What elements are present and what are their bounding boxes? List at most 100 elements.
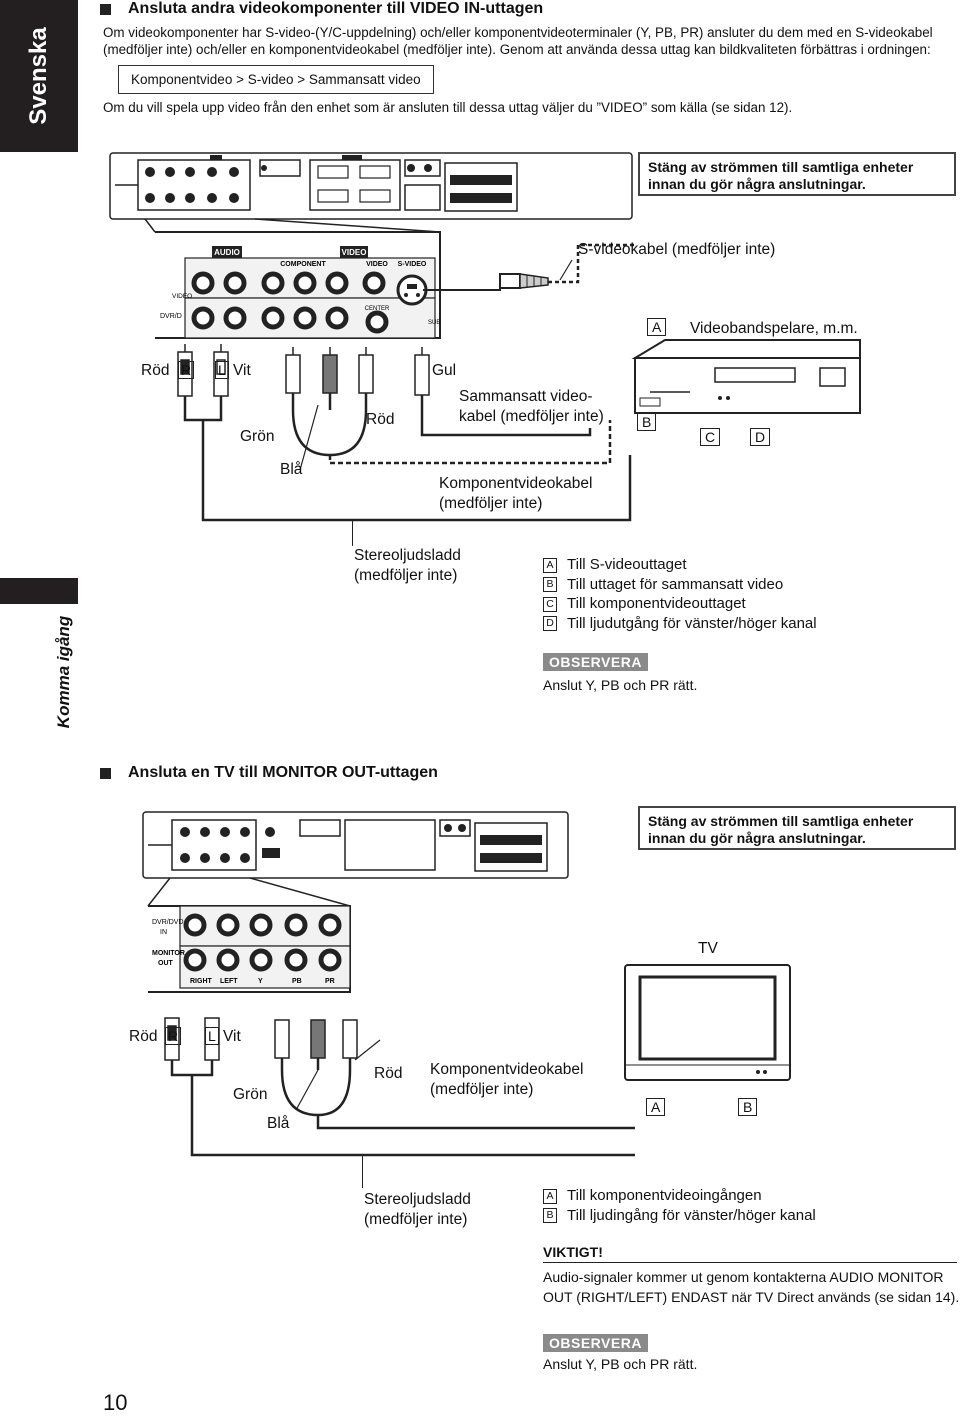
stereo-pointer-1 xyxy=(352,520,353,546)
warning-box-2: Stäng av strömmen till samtliga enheter … xyxy=(638,806,956,850)
label-rod-3: Röd xyxy=(129,1028,158,1045)
label-gron-1: Grön xyxy=(240,428,275,445)
label-bla-2: Blå xyxy=(267,1115,290,1132)
label-vit-2: Vit xyxy=(223,1028,241,1045)
legend-2-text-b: Till ljudingång för vänster/höger kanal xyxy=(567,1206,816,1224)
section1-source-note: Om du vill spela upp video från den enhe… xyxy=(103,100,793,115)
label-l-1: L xyxy=(215,361,229,379)
legend-1-key-d: D xyxy=(543,616,557,632)
marker-c-1: C xyxy=(700,428,721,446)
legend-2: A Till komponentvideoingången B Till ljudi… xyxy=(543,1186,816,1225)
section1-heading: Ansluta andra videokomponenter till VIDE… xyxy=(128,0,544,17)
receiver-jacks-2 xyxy=(180,824,542,863)
panel-label-audio: AUDIO xyxy=(214,248,240,257)
tv-label: TV xyxy=(698,940,718,957)
panel-label-video-sub: VIDEO xyxy=(366,261,388,268)
stereo-cable-label-2b: (medföljer inte) xyxy=(364,1211,468,1228)
label-rod-4: Röd xyxy=(374,1065,403,1082)
label-rod-2: Röd xyxy=(366,411,395,428)
stereo-cable-label-2: Stereoljudsladd (medföljer inte) xyxy=(364,1190,471,1230)
language-label: Svenska xyxy=(25,27,52,125)
component-cable-label-2b: (medföljer inte) xyxy=(430,1081,534,1098)
closeup-jacks xyxy=(191,271,389,334)
closeup-jacks-2 xyxy=(183,913,342,972)
rca-plugs-1 xyxy=(177,344,430,397)
legend-2-key-a: A xyxy=(543,1188,557,1204)
label-rod-1: Röd xyxy=(141,362,170,379)
label-vit-1: Vit xyxy=(233,362,251,379)
section2-heading: Ansluta en TV till MONITOR OUT-uttagen xyxy=(128,764,438,781)
legend-2-row-b: B Till ljudingång för vänster/höger kanal xyxy=(543,1206,816,1226)
viktigt-text: Audio-signaler kommer ut genom kontakter… xyxy=(543,1269,960,1305)
heading-bullet-2 xyxy=(100,768,111,779)
legend-2-text-a: Till komponentvideoingången xyxy=(567,1187,762,1204)
connection-diagram-2: DVR/DVD IN MONITOR OUT RIGHT LEFT Y PB P… xyxy=(142,811,635,1157)
intro-line-1: Om videokomponenter har S-video-(Y/C-upp… xyxy=(103,25,933,40)
receiver-scart-ports xyxy=(317,165,391,203)
legend-2-key-b: B xyxy=(543,1208,557,1224)
panel2-label-pb: PB xyxy=(292,978,302,985)
rca-plugs-2 xyxy=(164,1017,358,1061)
closeup-panel: AUDIO COMPONENT VIDEO VIDEO S-VIDEO VIDE… xyxy=(155,231,441,339)
warning-box-1: Stäng av strömmen till samtliga enheter … xyxy=(638,152,956,196)
obs-label-1: OBSERVERA xyxy=(543,653,648,671)
stereo-pointer-2 xyxy=(362,1155,363,1188)
viktigt-label: VIKTIGT! xyxy=(543,1244,603,1260)
marker-b-2: B xyxy=(738,1098,758,1116)
label-gron-2: Grön xyxy=(233,1086,268,1103)
legend-1-text-d: Till ljudutgång för vänster/höger kanal xyxy=(567,614,817,632)
quality-order-box: Komponentvideo > S-video > Sammansatt vi… xyxy=(118,65,434,94)
section1-intro: Om videokomponenter har S-video-(Y/C-upp… xyxy=(103,24,955,58)
panel-label-dvr: DVR/D xyxy=(160,313,182,320)
stereo-cable-label-1a: Stereoljudsladd xyxy=(354,547,461,564)
section-marker-bar xyxy=(0,578,78,604)
receiver-jacks xyxy=(145,155,512,203)
heading-bullet xyxy=(100,4,111,15)
cables-diagram-2 xyxy=(170,1058,635,1157)
viktigt-divider xyxy=(543,1262,957,1263)
obs-note-2: Anslut Y, PB och PR rätt. xyxy=(543,1356,698,1372)
label-r-2: R xyxy=(165,1027,182,1045)
panel-label-component: COMPONENT xyxy=(280,261,326,268)
cables-diagram-1 xyxy=(183,392,632,522)
section-label: Komma igång xyxy=(54,615,73,729)
label-bla-1: Blå xyxy=(280,461,303,478)
marker-a-2: A xyxy=(646,1098,666,1116)
label-gul: Gul xyxy=(432,362,457,379)
panel-label-center: CENTER xyxy=(365,306,390,312)
stereo-cable-label-1: Stereoljudsladd (medföljer inte) xyxy=(354,546,461,586)
panel2-label-dvr: DVR/DVD xyxy=(152,919,184,926)
component-cable-label-2a: Komponentvideokabel xyxy=(430,1061,584,1078)
receiver-rear-panel-2 xyxy=(142,811,569,879)
legend-1-key-b: B xyxy=(543,577,557,593)
panel2-label-right: RIGHT xyxy=(190,978,213,985)
page-number: 10 xyxy=(103,1390,128,1415)
svideo-plug xyxy=(423,273,549,291)
obs-note-1: Anslut Y, PB och PR rätt. xyxy=(543,677,698,693)
component-cable-label-1a: Komponentvideokabel xyxy=(439,475,593,492)
composite-cable-label-2: kabel (medföljer inte) xyxy=(459,408,604,425)
marker-a-1: A xyxy=(647,318,667,336)
vcr-device xyxy=(631,339,861,414)
panel2-label-in: IN xyxy=(160,929,167,936)
panel2-label-out: OUT xyxy=(158,960,174,967)
language-tab: Svenska xyxy=(0,0,78,152)
panel2-label-pr: PR xyxy=(325,978,335,985)
marker-d-1: D xyxy=(750,428,771,446)
vcr-label: Videobandspelare, m.m. xyxy=(690,320,858,337)
panel-label-svideo: S-VIDEO xyxy=(398,261,427,268)
intro-line-2: (medföljer inte) och/eller en komponentv… xyxy=(103,42,931,57)
panel-label-video-side: VIDEO xyxy=(172,293,192,300)
panel2-label-y: Y xyxy=(258,978,263,985)
tv-device xyxy=(624,964,791,1081)
obs-label-2: OBSERVERA xyxy=(543,1334,648,1352)
panel-label-video: VIDEO xyxy=(342,248,367,257)
component-cable-label-2: Komponentvideokabel (medföljer inte) xyxy=(430,1060,583,1100)
component-cable-label-1: Komponentvideokabel (medföljer inte) xyxy=(439,474,592,514)
legend-2-row-a: A Till komponentvideoingången xyxy=(543,1186,816,1206)
panel2-label-monitor: MONITOR xyxy=(152,950,185,957)
closeup-panel-2: DVR/DVD IN MONITOR OUT RIGHT LEFT Y PB P… xyxy=(148,905,351,993)
